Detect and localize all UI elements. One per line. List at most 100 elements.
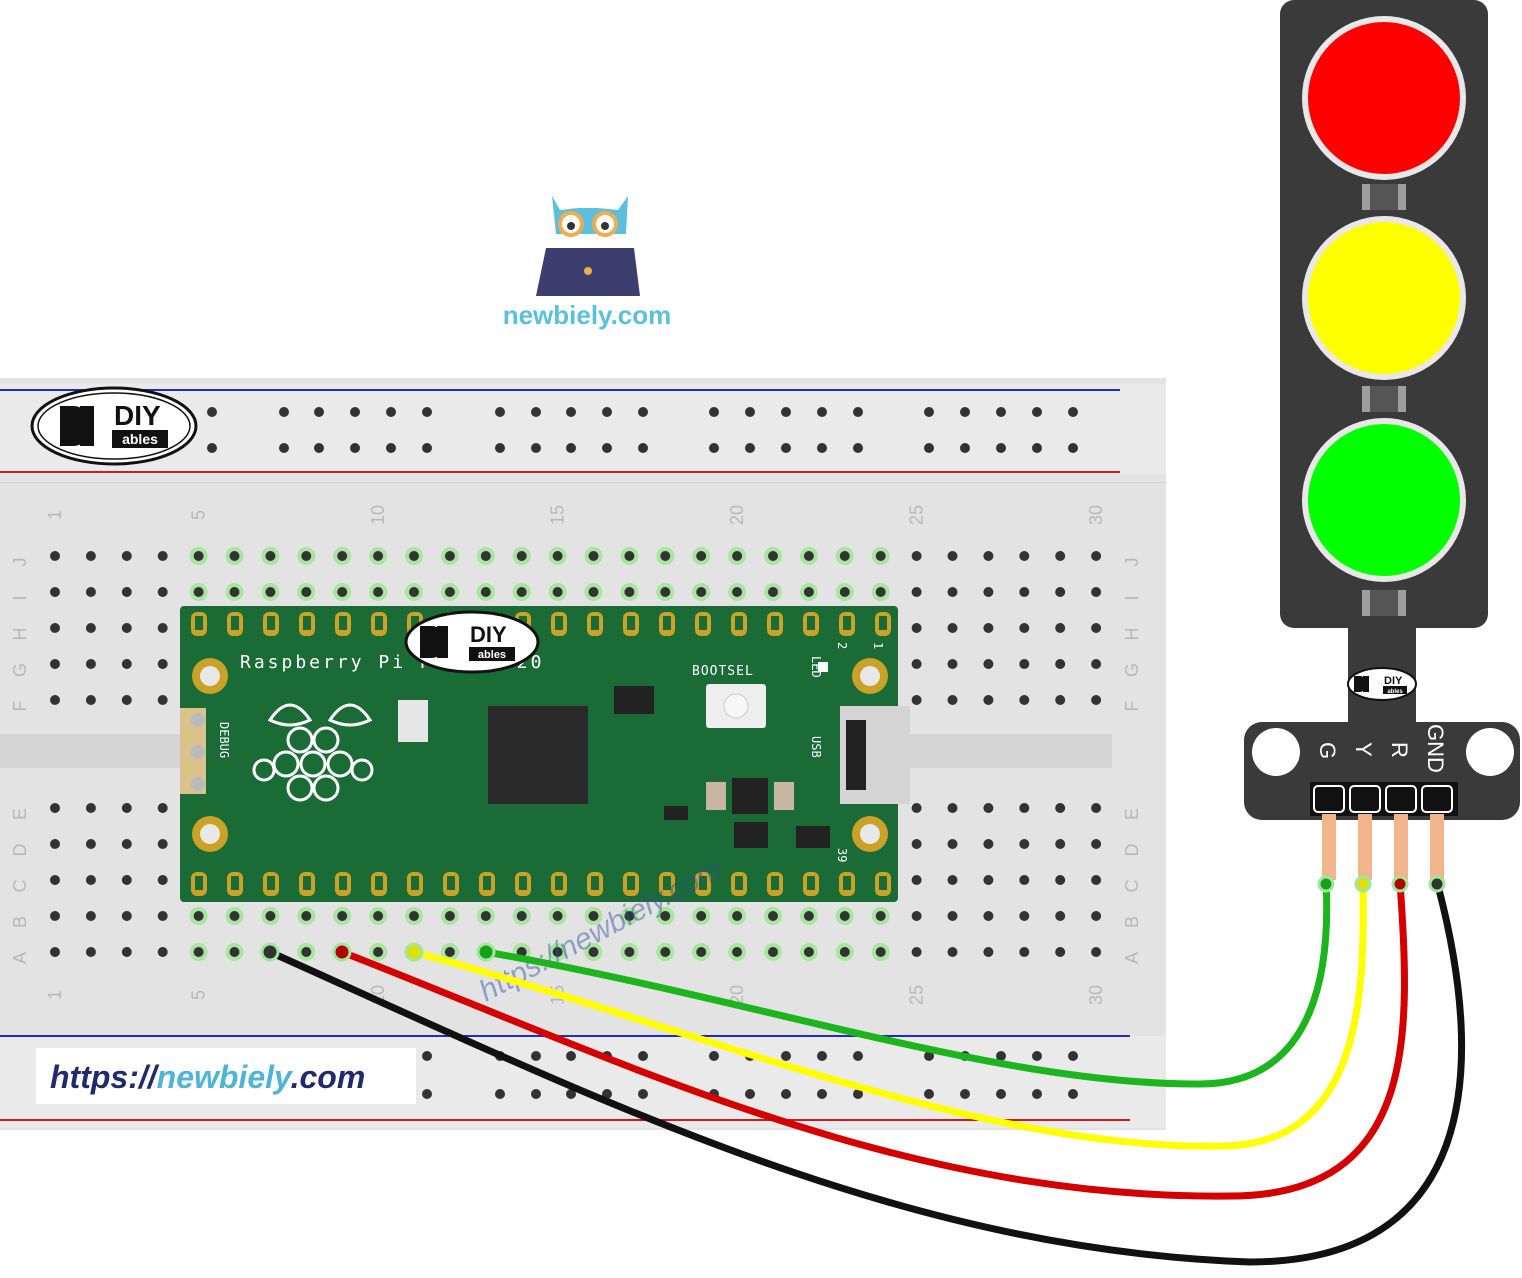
pin-label-gnd: GND [1423,724,1448,773]
breadboard-hole [709,443,719,453]
breadboard-hole [229,947,240,957]
pico-pin-hole [807,616,815,630]
breadboard-label: B [10,916,30,928]
breadboard-hole [121,623,132,633]
breadboard-hole [207,443,217,453]
breadboard-hole [624,911,635,921]
pico-pin-hole [411,616,419,630]
breadboard-label: B [1122,916,1142,928]
diyables-logo-breadboard: DIY ables [30,386,198,466]
breadboard-hole [495,407,505,417]
url-suffix: .com [291,1059,366,1095]
breadboard-hole [732,551,743,561]
breadboard-hole [50,875,60,885]
breadboard-hole [85,947,96,957]
breadboard-hole [947,839,958,849]
breadboard-hole [1019,911,1030,921]
breadboard-hole [337,587,348,597]
pico-pin-hole [663,616,671,630]
url-name: newbiely [157,1059,294,1095]
breadboard-hole [229,587,240,597]
wire-end-gnd [260,942,280,962]
breadboard-hole [803,947,814,957]
breadboard-hole [444,551,455,561]
breadboard-hole [50,587,60,597]
breadboard-hole [817,1089,827,1099]
yellow-light [1308,222,1460,374]
wire-y [410,878,1367,1150]
pico-pin-hole [375,616,383,630]
breadboard-hole [947,947,958,957]
pin-label-y: Y [1351,742,1376,757]
breadboard-hole [85,695,96,705]
breadboard-hole [709,1051,719,1061]
breadboard-hole [911,875,922,885]
breadboard-hole [983,551,994,561]
breadboard-label: F [10,701,30,712]
breadboard-label: 1 [45,990,65,1000]
breadboard-label: G [10,663,30,677]
wire-end-y [404,942,424,962]
breadboard-label: 15 [548,505,568,525]
breadboard-hole [422,1089,432,1099]
breadboard-hole [444,947,455,957]
breadboard-hole [1091,947,1102,957]
breadboard-hole [1091,659,1102,669]
diyables-logo-module: DIY ables [1347,667,1417,701]
breadboard-hole [337,911,348,921]
breadboard-hole [50,803,60,813]
bootsel-label: BOOTSEL [692,664,754,679]
breadboard-hole [1055,911,1066,921]
breadboard-hole [983,623,994,633]
pico-pin-hole [627,616,635,630]
breadboard-hole [983,695,994,705]
breadboard-hole [373,551,384,561]
breadboard-hole [229,551,240,561]
pico-pin-hole [771,616,779,630]
breadboard-label: H [10,628,30,641]
breadboard-hole [50,911,60,921]
breadboard-hole [157,623,168,633]
breadboard-hole [495,443,505,453]
breadboard-hole [1068,1089,1078,1099]
breadboard-hole [495,1089,505,1099]
breadboard-hole [1091,623,1102,633]
breadboard-hole [422,443,432,453]
breadboard-hole [638,407,648,417]
breadboard-hole [911,659,922,669]
breadboard-hole [121,947,132,957]
mount-hole [1252,728,1300,776]
breadboard-hole [1055,551,1066,561]
breadboard-hole [1019,803,1030,813]
breadboard-hole [157,659,168,669]
breadboard-hole [157,839,168,849]
breadboard-hole [1091,587,1102,597]
breadboard-hole [409,911,419,921]
breadboard-hole [480,551,491,561]
breadboard-hole [1019,587,1030,597]
breadboard-hole [157,695,168,705]
breadboard-hole [768,551,778,561]
breadboard-hole [947,695,958,705]
breadboard-hole [50,551,60,561]
breadboard-hole [983,911,994,921]
breadboard-hole [444,911,455,921]
breadboard-hole [839,587,850,597]
breadboard-hole [839,911,850,921]
breadboard-hole [996,407,1006,417]
led-label: LED [809,656,823,678]
breadboard-label: 10 [368,505,388,525]
breadboard-hole [301,947,312,957]
wire-end-g [476,942,496,962]
breadboard-hole [85,911,96,921]
breadboard-hole [422,1051,432,1061]
breadboard-hole [947,551,958,561]
mounting-holes [192,658,888,852]
breadboard-hole [1091,911,1102,921]
breadboard-hole [516,551,527,561]
breadboard-hole [566,1089,576,1099]
breadboard-hole [85,803,96,813]
breadboard-hole [409,551,419,561]
breadboard-label: A [1122,952,1142,964]
breadboard-label: 5 [189,990,209,1000]
